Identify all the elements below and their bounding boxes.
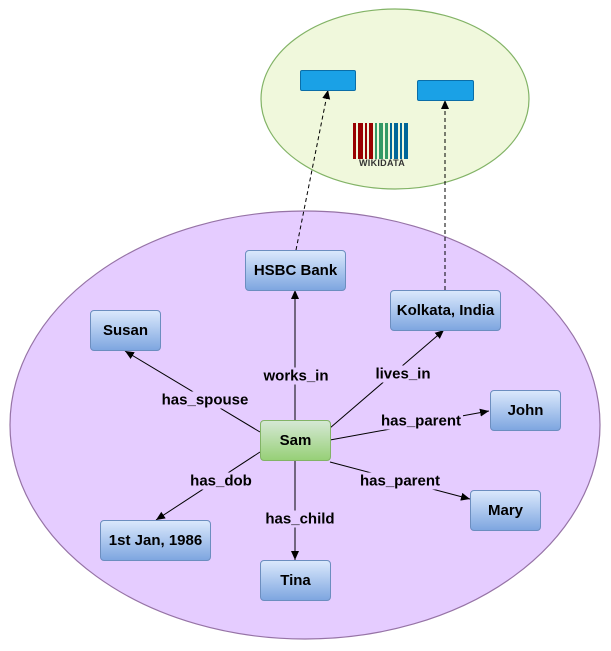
node-tina: Tina bbox=[260, 560, 331, 601]
node-sam: Sam bbox=[260, 420, 331, 461]
wikidata-logo-icon bbox=[353, 123, 408, 159]
node-susan: Susan bbox=[90, 310, 161, 351]
edge-label-lives-in: lives_in bbox=[373, 365, 433, 383]
dashed-link-hsbc bbox=[295, 89, 331, 251]
edge-label-has-spouse: has_spouse bbox=[159, 391, 251, 409]
edge-label-has-dob: has_dob bbox=[188, 472, 254, 490]
wikidata-ellipse bbox=[260, 8, 530, 190]
node-john: John bbox=[490, 390, 561, 431]
wikidata-logo-text: WIKIDATA bbox=[358, 158, 406, 168]
wikidata-entity-box-2 bbox=[417, 80, 474, 101]
node-kolkata-india: Kolkata, India bbox=[390, 290, 501, 331]
node-mary: Mary bbox=[470, 490, 541, 531]
edge-label-has-child: has_child bbox=[263, 510, 337, 528]
edge-label-has-parent-mary: has_parent bbox=[357, 472, 443, 490]
edge-label-has-parent-john: has_parent bbox=[378, 412, 464, 430]
edge-label-works-in: works_in bbox=[261, 367, 331, 385]
node-date-of-birth: 1st Jan, 1986 bbox=[100, 520, 211, 561]
wikidata-entity-box-1 bbox=[300, 70, 356, 91]
node-hsbc-bank: HSBC Bank bbox=[245, 250, 346, 291]
